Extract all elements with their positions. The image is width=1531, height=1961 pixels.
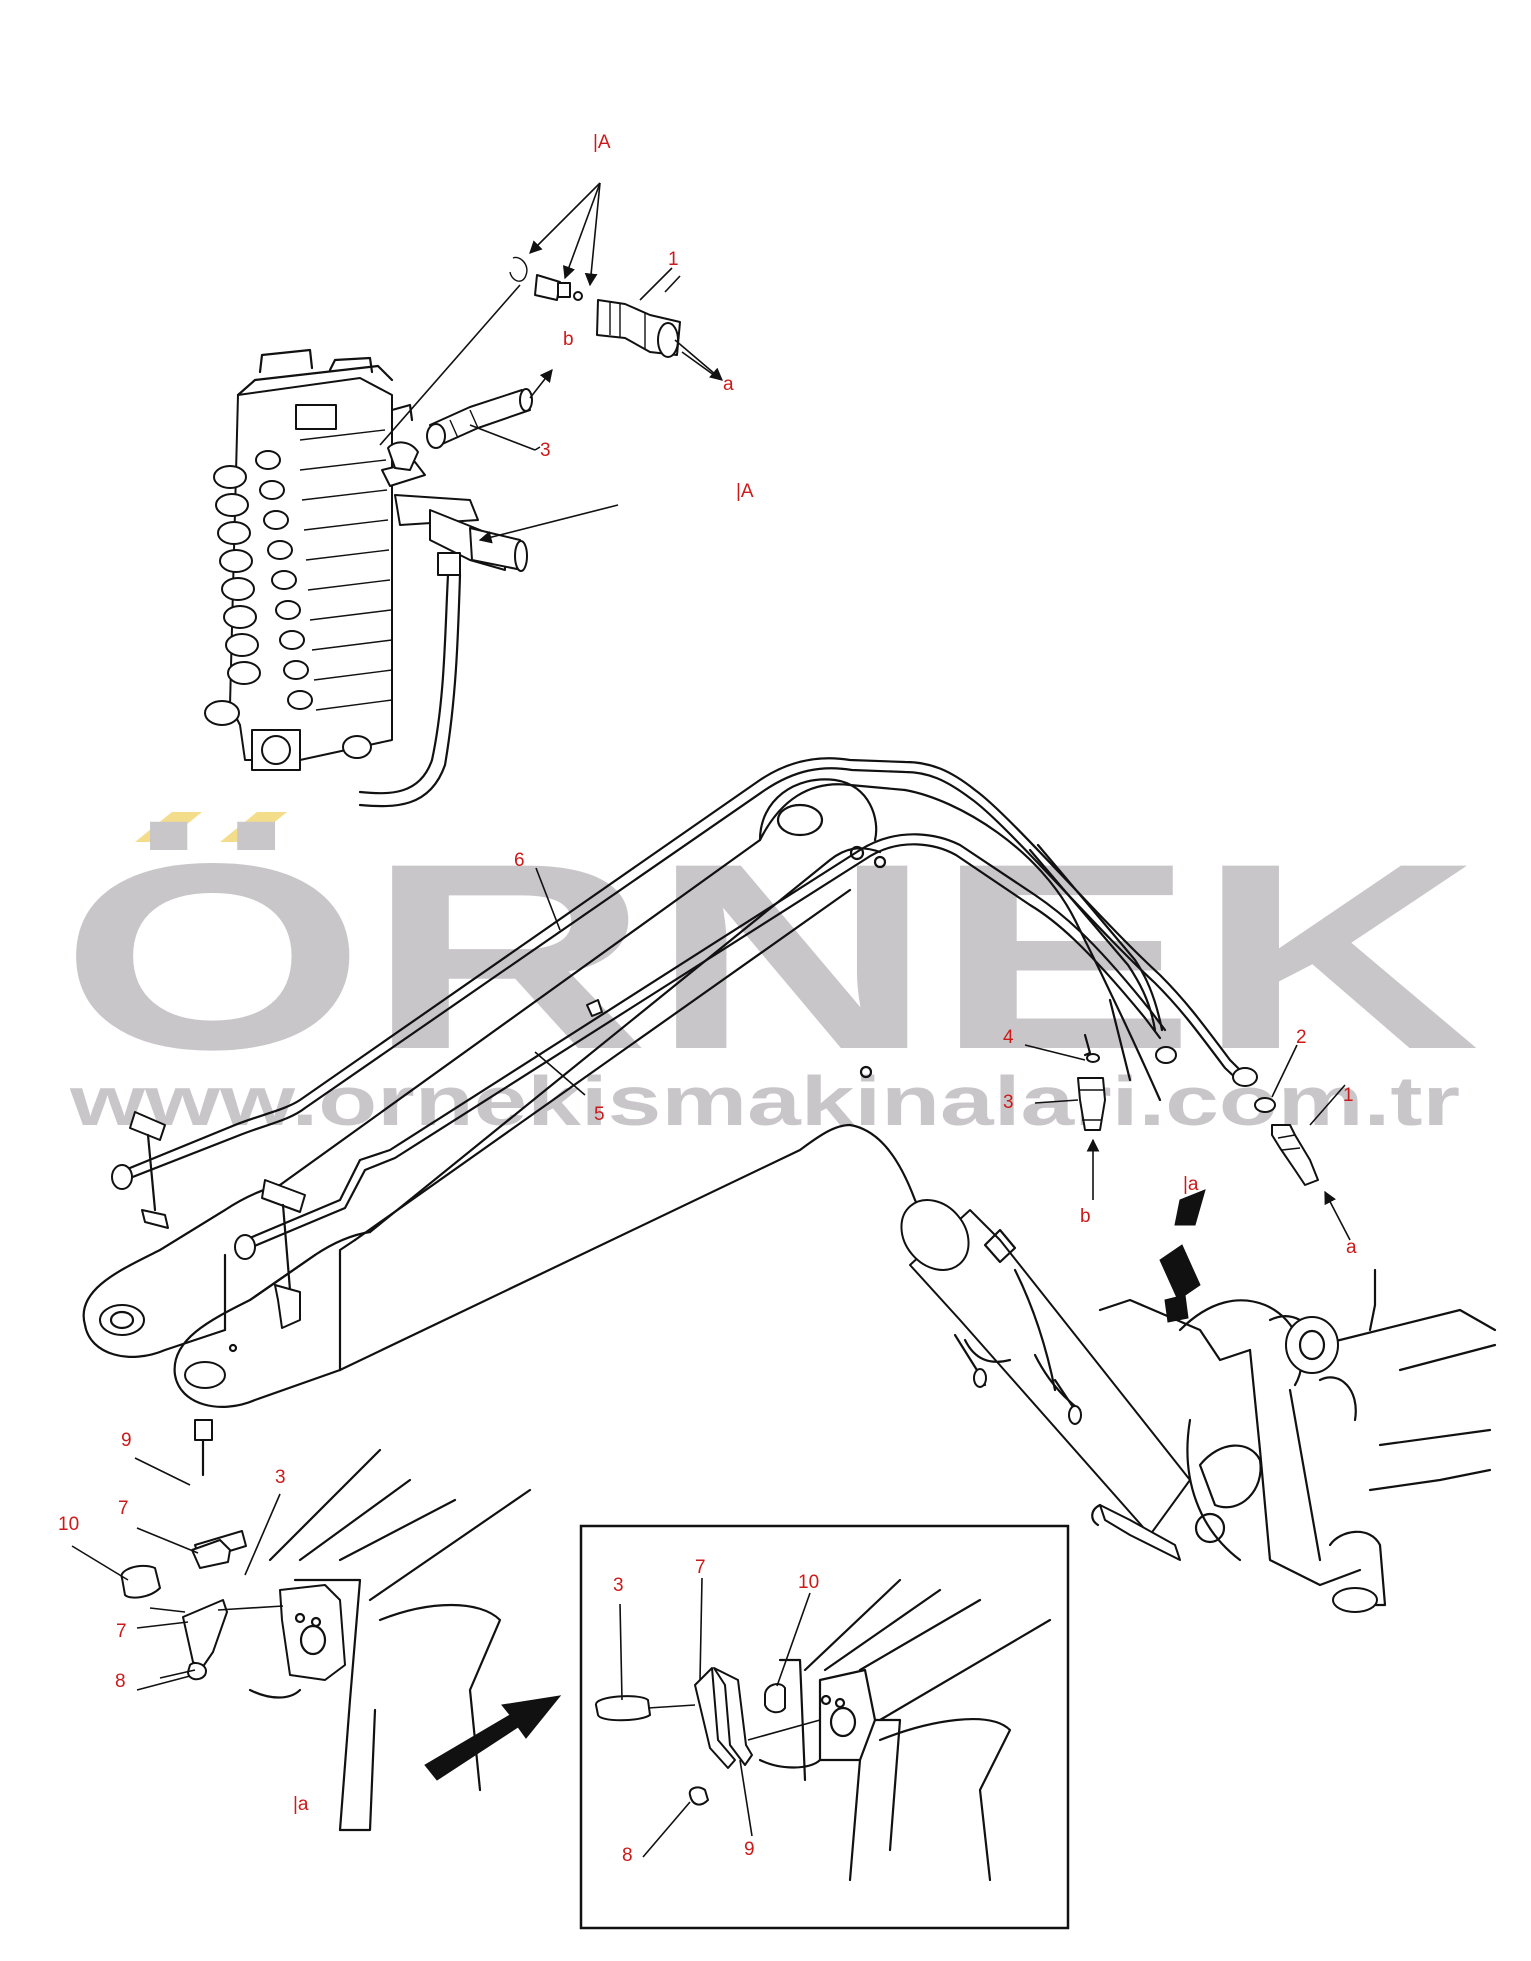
inset-frame [579, 1524, 1070, 1930]
callout-2: 2 [1296, 1027, 1307, 1048]
watermark-accent-left [135, 812, 202, 842]
mid-fittings [1077, 1033, 1351, 1323]
inset-detail [579, 1524, 1070, 1930]
callout-labels: |A 1 a b 3 |A 6 5 4 3 2 1 |a b a 9 7 3 1… [58, 132, 1357, 1866]
callout-3-mid: 3 [1003, 1092, 1014, 1113]
valve-fittings [358, 441, 528, 808]
boom-clamps [129, 998, 1132, 1329]
callout-4: 4 [1003, 1027, 1014, 1048]
boom-pipes [111, 757, 1258, 1260]
callout-ref-a-bottom: |a [293, 1794, 309, 1815]
valve-spool-ports [204, 450, 313, 726]
callout-b-top: b [563, 329, 574, 350]
callout-ref-A-top: |A [593, 132, 611, 153]
watermark-url: www.ornekismakinalari.com.tr [69, 1062, 1460, 1140]
callout-3-left: 3 [275, 1467, 286, 1488]
watermark: ÖRNEK www.ornekismakinalari.com.tr [60, 809, 1480, 1140]
callout-1-mid: 1 [1343, 1085, 1354, 1106]
upper-fitting-detail [379, 182, 723, 446]
watermark-brand: ÖRNEK [60, 809, 1480, 1105]
leader-lines [71, 267, 1346, 1858]
callout-8-left: 8 [115, 1671, 126, 1692]
callout-ref-a-mid: |a [1183, 1174, 1199, 1195]
callout-6: 6 [514, 850, 525, 871]
boom-assembly [82, 778, 1497, 1613]
bracket-detail-left [120, 1419, 562, 1832]
callout-ref-A-right: |A [736, 481, 754, 502]
control-valve [204, 348, 414, 771]
callout-10-left: 10 [58, 1514, 79, 1535]
callout-b-mid: b [1080, 1206, 1091, 1227]
callout-3-top: 3 [540, 440, 551, 461]
callout-a-mid: a [1346, 1237, 1357, 1258]
callout-1-top: 1 [668, 249, 679, 270]
callout-7-inset: 7 [695, 1557, 706, 1578]
hose-fitting-top [426, 368, 553, 451]
boom-cylinder [900, 1199, 1191, 1561]
callout-7-left-a: 7 [118, 1498, 129, 1519]
callout-8-inset: 8 [622, 1845, 633, 1866]
callout-5: 5 [594, 1104, 605, 1125]
lower-fitting [478, 504, 619, 544]
callout-9-left: 9 [121, 1430, 132, 1451]
callout-10-inset: 10 [798, 1572, 819, 1593]
callout-3-inset: 3 [613, 1575, 624, 1596]
watermark-accent-right [220, 812, 287, 842]
callout-9-inset: 9 [744, 1839, 755, 1860]
callout-a-top: a [723, 374, 734, 395]
callout-7-left-b: 7 [116, 1621, 127, 1642]
